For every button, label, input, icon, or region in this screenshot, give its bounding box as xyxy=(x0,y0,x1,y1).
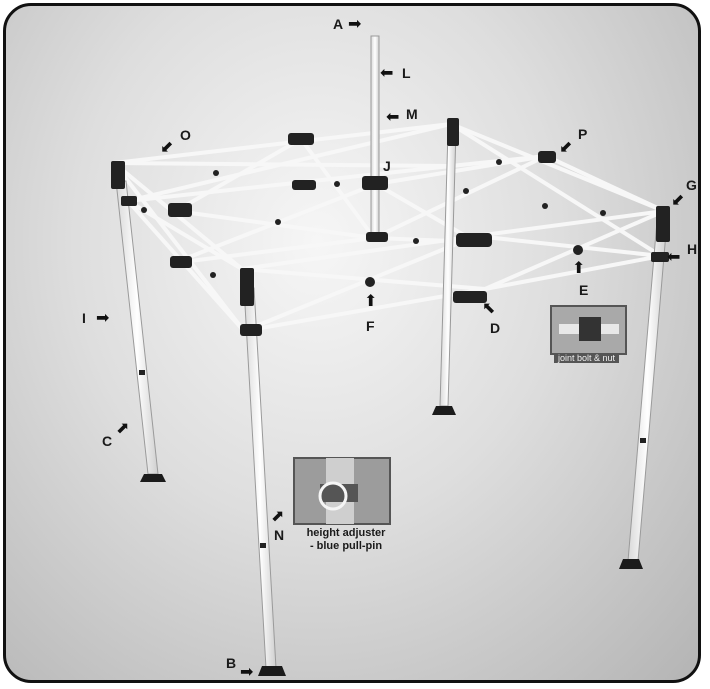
label-e: E xyxy=(579,282,589,298)
arrow-up-right-icon: ⬈ xyxy=(271,506,285,525)
feet xyxy=(140,406,643,676)
label-p: P xyxy=(578,126,588,142)
bolt-photo xyxy=(550,305,627,355)
label-l: L xyxy=(402,65,411,81)
arrow-up-icon: ⬆ xyxy=(364,291,378,310)
legs xyxy=(115,130,668,669)
label-m: M xyxy=(406,106,418,122)
arrow-down-left-icon: ⬋ xyxy=(160,137,174,156)
height-adjuster-photo xyxy=(293,457,391,525)
height-adjuster-caption-line1: height adjuster xyxy=(306,527,386,539)
height-adjuster-caption: height adjuster - blue pull-pin xyxy=(291,527,401,553)
arrow-right-icon: ➡ xyxy=(96,308,110,327)
label-b: B xyxy=(226,655,237,671)
label-n: N xyxy=(274,527,285,543)
truss-bars xyxy=(112,122,666,333)
arrow-up-left-icon: ⬉ xyxy=(482,298,496,317)
arrow-right-icon: ➡ xyxy=(240,662,254,681)
label-c: C xyxy=(102,433,113,449)
label-o: O xyxy=(180,127,191,143)
label-g: G xyxy=(686,177,697,193)
label-a: A xyxy=(333,16,344,32)
arrow-up-right-icon: ⬈ xyxy=(116,418,130,437)
label-h: H xyxy=(687,241,698,257)
arrow-right-icon: ➡ xyxy=(348,14,362,33)
label-j: J xyxy=(383,158,391,174)
diagram-frame: A ➡ ⬅ L ⬅ M O ⬋ P ⬋ J G ⬋ ⬅ H ⬆ E ⬆ F ⬉ … xyxy=(3,3,701,683)
arrow-down-left-icon: ⬋ xyxy=(671,190,685,209)
canopy-frame-drawing xyxy=(111,35,670,676)
height-adjuster-caption-line2: - blue pull-pin xyxy=(309,540,383,552)
label-f: F xyxy=(366,318,375,334)
arrow-left-icon: ⬅ xyxy=(667,247,681,266)
label-i: I xyxy=(82,310,86,326)
bolt-caption: joint bolt & nut xyxy=(554,353,620,363)
center-mast xyxy=(370,35,380,237)
arrow-down-left-icon: ⬋ xyxy=(559,137,573,156)
arrow-left-icon: ⬅ xyxy=(380,63,394,82)
connectors xyxy=(111,118,670,548)
label-d: D xyxy=(490,320,501,336)
arrow-left-icon: ⬅ xyxy=(386,107,400,126)
arrow-up-icon: ⬆ xyxy=(572,258,586,277)
